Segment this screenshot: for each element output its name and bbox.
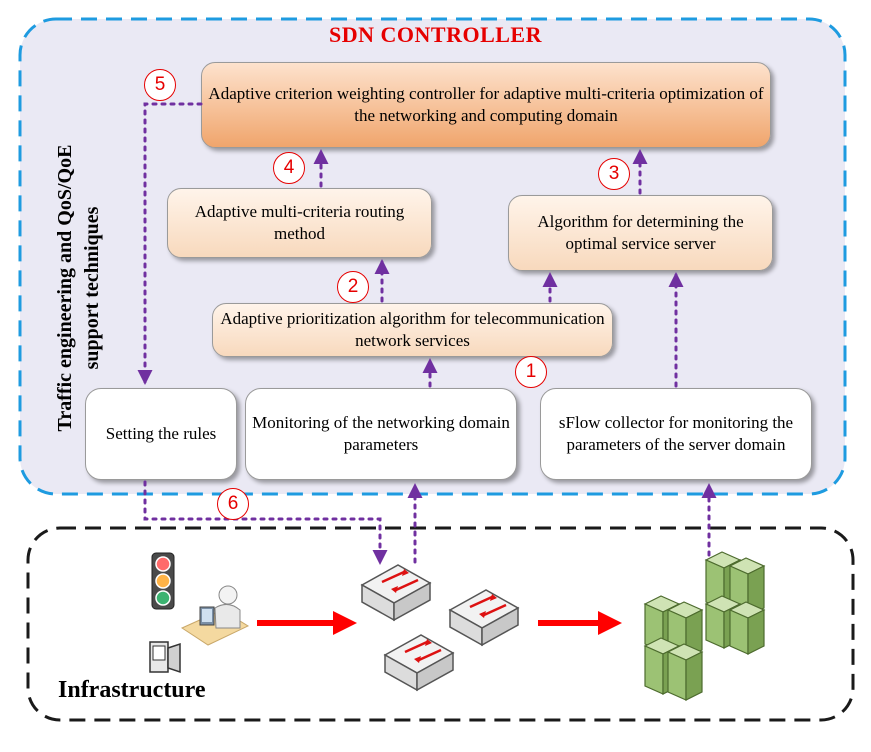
- weighting-controller-text: Adaptive criterion weighting controller …: [208, 84, 764, 125]
- monitoring-box: Monitoring of the networking domain para…: [245, 388, 517, 480]
- network-switch-icon-2: [448, 589, 520, 647]
- network-switch-icon-1: [360, 564, 432, 622]
- step-badge-1: 1: [515, 356, 547, 388]
- sflow-collector-text: sFlow collector for monitoring the param…: [558, 413, 794, 454]
- server-rack-icon: [643, 551, 766, 701]
- server-algorithm-box: Algorithm for determining the optimal se…: [508, 195, 773, 271]
- phone-device-icon: [149, 641, 181, 674]
- arrow-6: [143, 480, 388, 565]
- setting-rules-box: Setting the rules: [85, 388, 237, 480]
- user-workstation-icon: [180, 585, 250, 646]
- server-algorithm-text: Algorithm for determining the optimal se…: [537, 212, 744, 253]
- sflow-collector-box: sFlow collector for monitoring the param…: [540, 388, 812, 480]
- prioritization-algorithm-box: Adaptive prioritization algorithm for te…: [212, 303, 613, 357]
- flow-arrow-user-to-switch: [257, 611, 357, 635]
- flow-arrow-switch-to-servers: [538, 611, 622, 635]
- prioritization-algorithm-text: Adaptive prioritization algorithm for te…: [220, 309, 605, 350]
- setting-rules-text: Setting the rules: [105, 424, 217, 443]
- step-badge-2: 2: [337, 271, 369, 303]
- traffic-light-icon: [151, 552, 175, 610]
- controller-title: SDN CONTROLLER: [329, 22, 542, 47]
- infrastructure-label: Infrastructure: [58, 677, 206, 703]
- step-badge-4: 4: [273, 152, 305, 184]
- step-badge-6: 6: [217, 488, 249, 520]
- step-badge-3: 3: [598, 158, 630, 190]
- routing-method-box: Adaptive multi-criteria routing method: [167, 188, 432, 258]
- arrow-5: [137, 102, 203, 385]
- network-switch-icon-3: [383, 634, 455, 692]
- step-badge-5: 5: [144, 69, 176, 101]
- monitoring-text: Monitoring of the networking domain para…: [252, 413, 510, 454]
- routing-method-text: Adaptive multi-criteria routing method: [194, 202, 405, 243]
